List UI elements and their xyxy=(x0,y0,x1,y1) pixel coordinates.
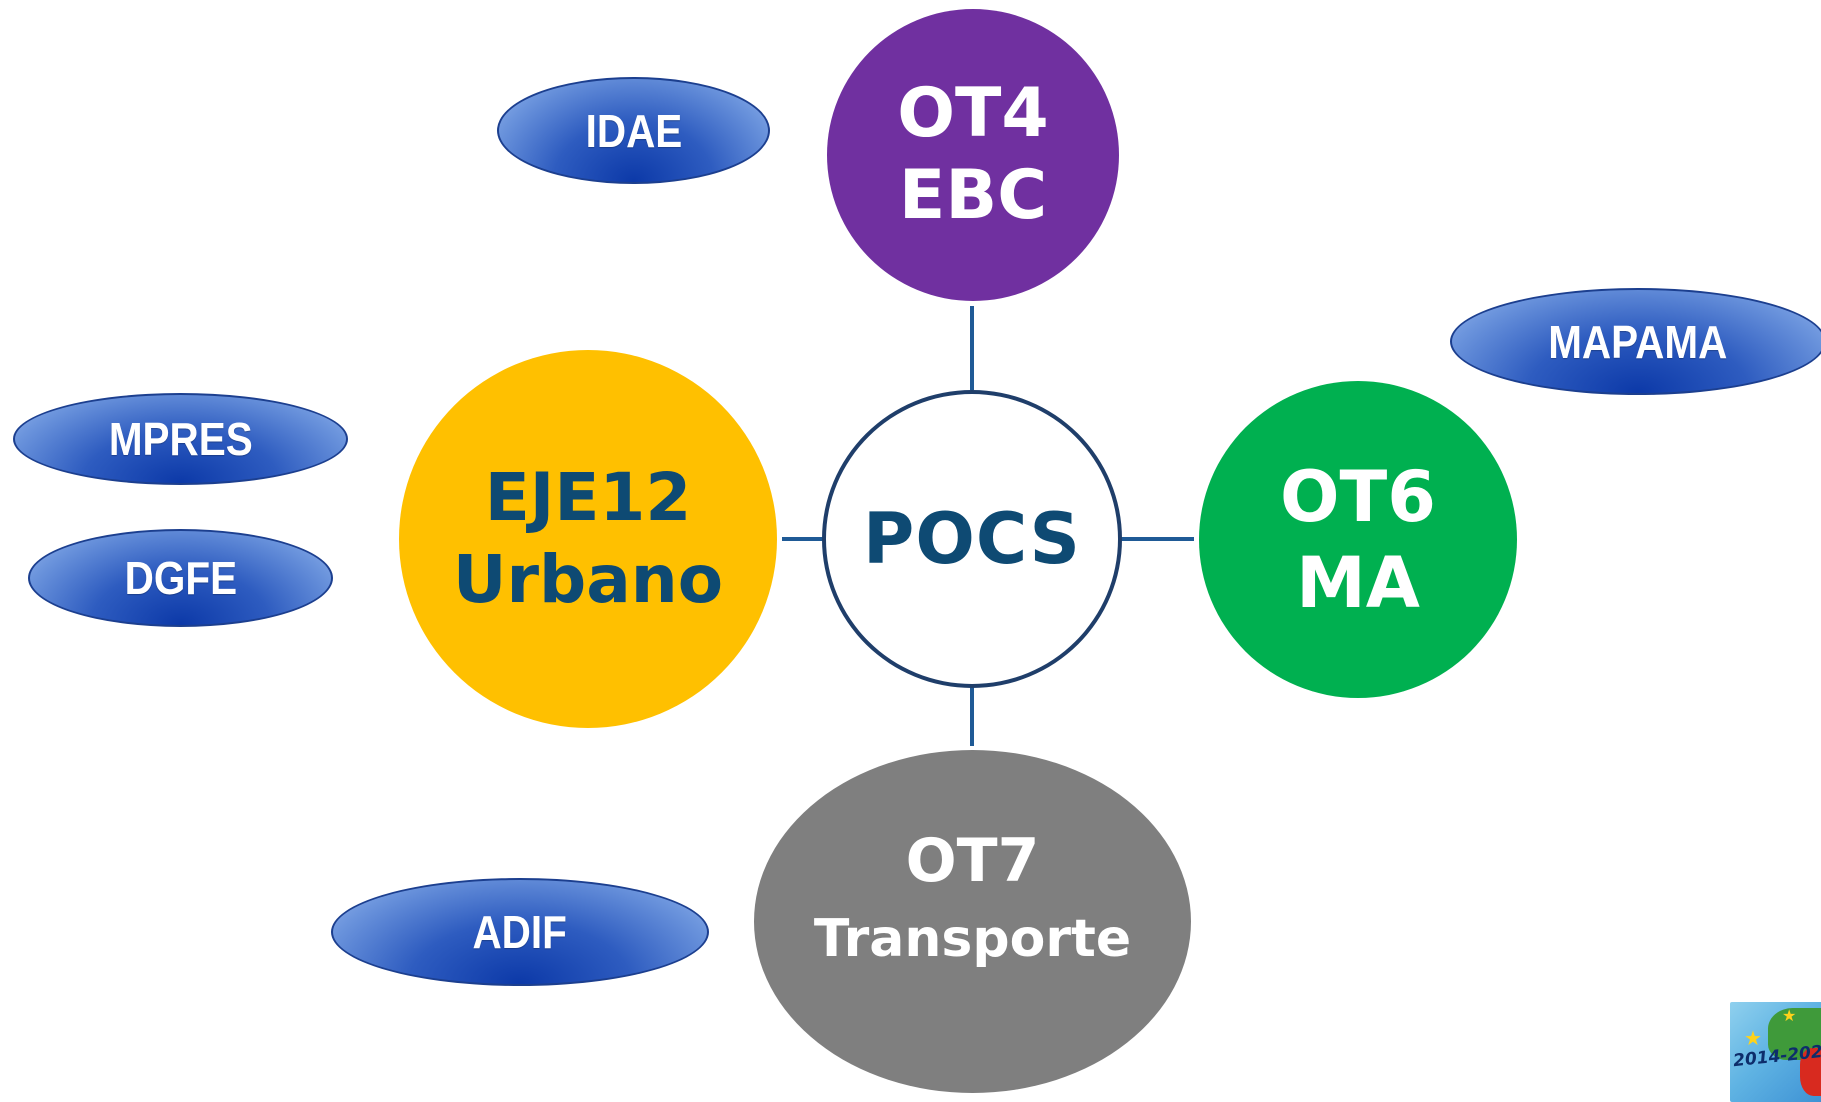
connector-hub-ot6 xyxy=(1120,537,1194,541)
node-ot6-line1: OT6 xyxy=(1280,455,1436,538)
agency-adif: ADIF xyxy=(331,878,709,986)
node-ot4-ebc: OT4 EBC xyxy=(827,9,1119,301)
connector-hub-eje12 xyxy=(782,537,826,541)
node-ot4-line2: EBC xyxy=(898,156,1048,235)
node-ot7-transporte: OT7 Transporte xyxy=(754,750,1191,1093)
agency-mapama-label: MAPAMA xyxy=(1548,315,1728,368)
agency-idae-label: IDAE xyxy=(585,104,682,157)
node-eje12-line2: Urbano xyxy=(452,541,724,618)
star-icon: ★ xyxy=(1744,1026,1762,1050)
agency-mpres-label: MPRES xyxy=(108,413,253,465)
agency-dgfe-label: DGFE xyxy=(124,552,237,604)
node-eje12-line1: EJE12 xyxy=(484,459,692,536)
node-ot6-line2: MA xyxy=(1296,541,1420,624)
logo-red-shape xyxy=(1800,1048,1821,1096)
connector-hub-ot7 xyxy=(970,686,974,746)
star-icon: ★ xyxy=(1782,1006,1797,1025)
programme-logo: ★ ★ 2014-2020 xyxy=(1730,1002,1821,1102)
node-ot4-line1: OT4 xyxy=(897,74,1049,153)
agency-mapama: MAPAMA xyxy=(1450,288,1821,395)
hub-label: POCS xyxy=(863,498,1081,580)
node-ot7-line1: OT7 xyxy=(905,825,1040,896)
connector-hub-ot4 xyxy=(970,306,974,390)
node-ot6-ma: OT6 MA xyxy=(1199,381,1517,698)
agency-adif-label: ADIF xyxy=(472,906,568,958)
hub-pocs: POCS xyxy=(822,390,1122,688)
agency-mpres: MPRES xyxy=(13,393,348,485)
agency-dgfe: DGFE xyxy=(28,529,333,627)
agency-idae: IDAE xyxy=(497,77,770,184)
node-ot7-line2: Transporte xyxy=(813,908,1132,969)
node-eje12-urbano: EJE12 Urbano xyxy=(399,350,777,728)
